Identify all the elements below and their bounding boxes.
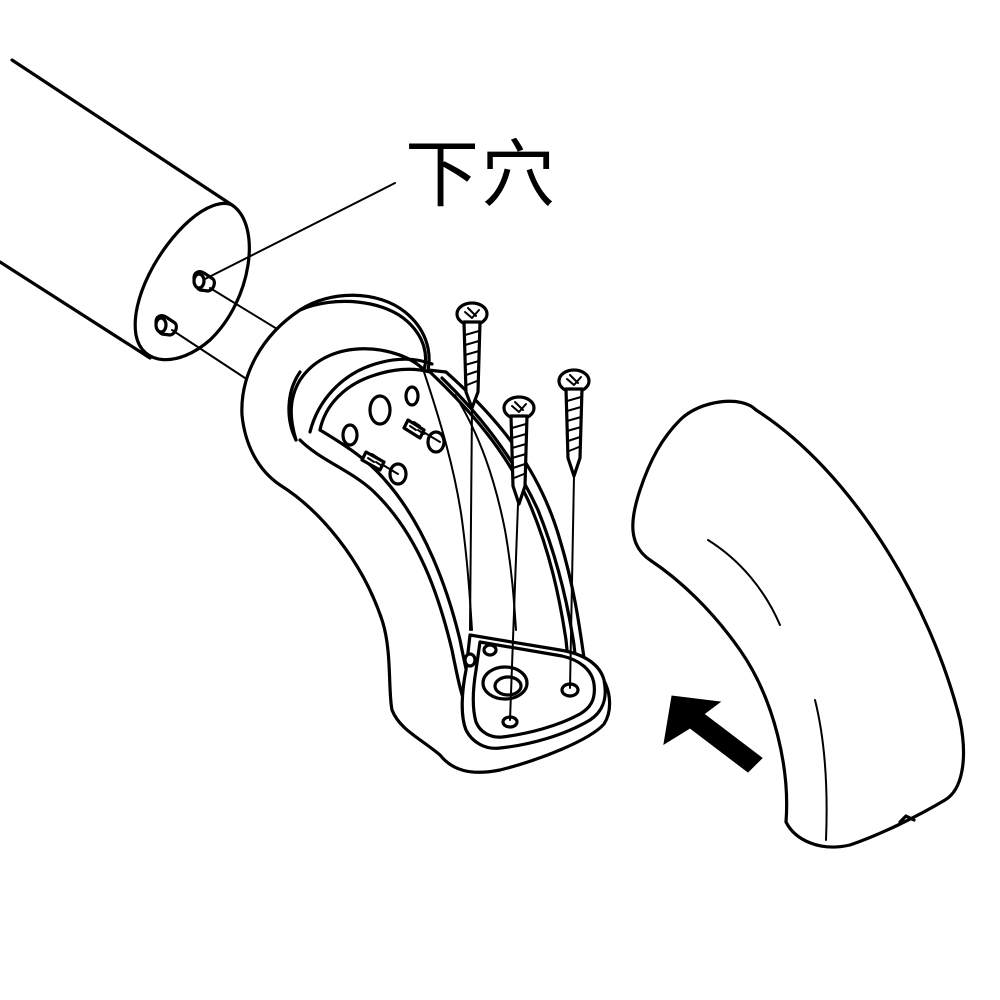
assembly-arrow-icon [663, 695, 763, 773]
wood-screws [455, 301, 591, 721]
elbow-cover [631, 399, 966, 849]
callout-label: 下穴 [405, 132, 557, 218]
set-screws [360, 418, 441, 475]
handrail-pipe [0, 58, 251, 362]
alignment-guides [171, 287, 283, 381]
elbow-bracket [240, 293, 612, 774]
callout-leader [204, 182, 396, 280]
